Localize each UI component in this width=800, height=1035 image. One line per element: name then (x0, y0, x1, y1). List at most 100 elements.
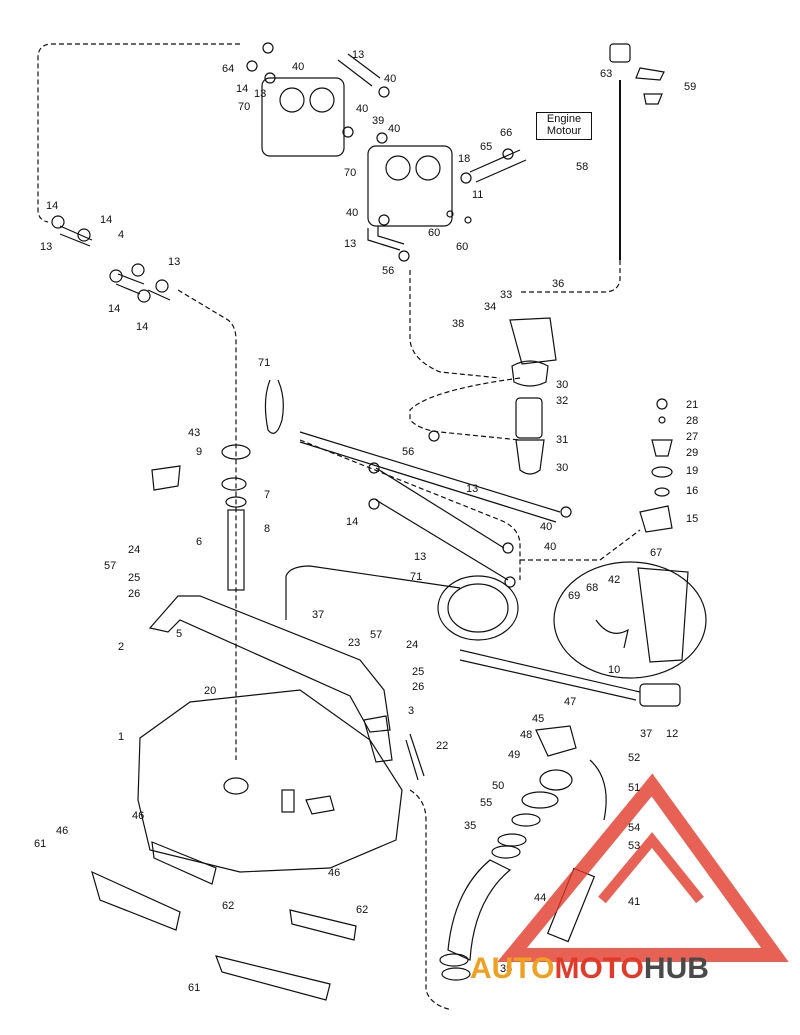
fuel-tank (137, 689, 403, 873)
callout-57: 57 (104, 560, 116, 572)
detail-view-circle (553, 561, 707, 679)
callout-53: 53 (628, 840, 640, 852)
callout-63: 63 (600, 68, 612, 80)
callout-31: 31 (556, 434, 568, 446)
callout-10: 10 (608, 664, 620, 676)
callout-56: 56 (402, 446, 414, 458)
callout-27: 27 (686, 431, 698, 443)
hose-route-throttle (299, 439, 521, 580)
callout-40: 40 (346, 207, 358, 219)
hose-route-pump (409, 270, 501, 379)
callout-67: 67 (650, 547, 662, 559)
callout-68: 68 (586, 582, 598, 594)
callout-28: 28 (686, 415, 698, 427)
callout-14: 14 (136, 321, 148, 333)
callout-22: 22 (436, 740, 448, 752)
callout-60: 60 (456, 241, 468, 253)
callout-56: 56 (382, 265, 394, 277)
callout-19: 19 (686, 465, 698, 477)
callout-51: 51 (628, 782, 640, 794)
callout-40: 40 (384, 73, 396, 85)
callout-40: 40 (292, 61, 304, 73)
vent-hose-coil (437, 575, 519, 641)
filler-hose (447, 859, 512, 961)
callout-38: 38 (452, 318, 464, 330)
callout-14: 14 (236, 83, 248, 95)
callout-13: 13 (414, 551, 426, 563)
hose-route-right (520, 260, 621, 293)
watermark-text: AUTOMOTOHUB (470, 952, 709, 986)
filler-cap (535, 725, 577, 757)
callout-12: 12 (666, 728, 678, 740)
callout-43: 43 (188, 427, 200, 439)
callout-26: 26 (128, 588, 140, 600)
callout-36: 36 (552, 278, 564, 290)
callout-13: 13 (168, 256, 180, 268)
callout-61: 61 (188, 982, 200, 994)
callout-18: 18 (458, 153, 470, 165)
callout-46: 46 (132, 810, 144, 822)
callout-15: 15 (686, 513, 698, 525)
callout-71: 71 (410, 571, 422, 583)
callout-64: 64 (222, 63, 234, 75)
callout-13: 13 (40, 241, 52, 253)
callout-14: 14 (100, 214, 112, 226)
fuel-filter (515, 397, 543, 439)
callout-24: 24 (128, 544, 140, 556)
runner-62-right (289, 909, 357, 941)
callout-69: 69 (568, 590, 580, 602)
callout-54: 54 (628, 822, 640, 834)
fuel-pickup-tube (227, 509, 245, 591)
hose-route-top (37, 43, 240, 223)
callout-41: 41 (628, 896, 640, 908)
callout-45: 45 (532, 713, 544, 725)
engine-label-line1: Engine (546, 113, 582, 125)
callout-65: 65 (480, 141, 492, 153)
callout-29: 29 (686, 447, 698, 459)
callout-14: 14 (108, 303, 120, 315)
hose-route-vent (520, 529, 641, 561)
callout-20: 20 (204, 685, 216, 697)
callout-16: 16 (686, 485, 698, 497)
callout-32: 32 (556, 395, 568, 407)
callout-34: 34 (484, 301, 496, 313)
watermark-part3: HUB (643, 952, 709, 985)
callout-58: 58 (576, 161, 588, 173)
callout-30: 30 (556, 462, 568, 474)
callout-6: 6 (196, 536, 202, 548)
callout-30: 30 (556, 379, 568, 391)
watermark-part2: MOTO (554, 952, 644, 985)
callout-62: 62 (356, 904, 368, 916)
callout-13: 13 (344, 238, 356, 250)
callout-49: 49 (508, 749, 520, 761)
callout-40: 40 (544, 541, 556, 553)
callout-44: 44 (534, 892, 546, 904)
carburetor-upper (261, 77, 345, 157)
hose-route-tank (409, 789, 453, 1011)
callout-61: 61 (34, 838, 46, 850)
callout-33: 33 (500, 289, 512, 301)
callout-40: 40 (356, 103, 368, 115)
callout-13: 13 (352, 49, 364, 61)
callout-55: 55 (480, 797, 492, 809)
callout-71: 71 (258, 357, 270, 369)
callout-7: 7 (264, 489, 270, 501)
callout-25: 25 (412, 666, 424, 678)
callout-4: 4 (118, 229, 124, 241)
callout-21: 21 (686, 399, 698, 411)
callout-13: 13 (466, 483, 478, 495)
callout-13: 13 (254, 88, 266, 100)
callout-48: 48 (520, 729, 532, 741)
callout-24: 24 (406, 639, 418, 651)
engine-label-box: Engine Motour (536, 112, 592, 140)
callout-14: 14 (46, 200, 58, 212)
watermark-part1: AUTO (470, 952, 555, 985)
carburetor-lower (367, 145, 453, 227)
callout-14: 14 (346, 516, 358, 528)
watermark-triangle (497, 773, 789, 962)
callout-8: 8 (264, 523, 270, 535)
callout-3: 3 (408, 705, 414, 717)
callout-66: 66 (500, 127, 512, 139)
